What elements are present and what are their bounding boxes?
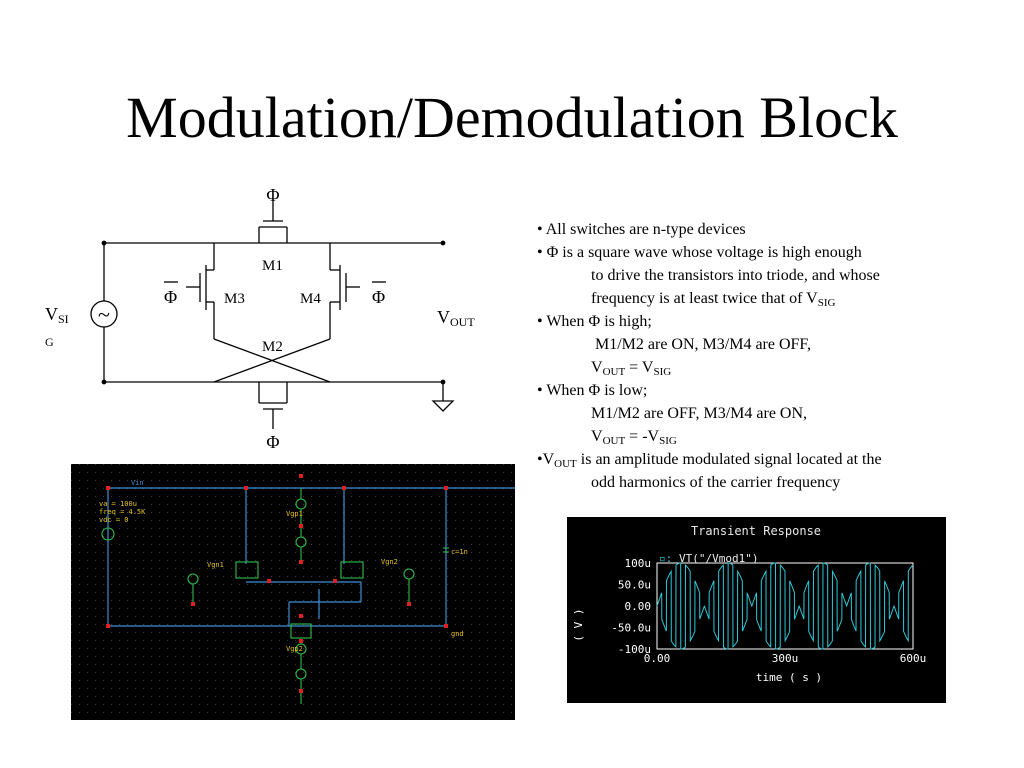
source-tilde: ~ (98, 302, 110, 327)
phi-top-label: Φ (266, 185, 279, 205)
legend-label: VT("/Vmod1") (679, 552, 758, 565)
bullet-2-line-2: to drive the transistors into triode, an… (591, 267, 880, 284)
chart-title: Transient Response (691, 524, 821, 538)
cadence-schematic-panel: Vin va = 100u freq = 4.5K vdc = 0 Vgn1 V… (71, 464, 515, 720)
y-tick-label: -50.0u (611, 622, 651, 635)
y-tick-label: 0.00 (625, 600, 652, 613)
vout-label: VOUT (437, 307, 475, 329)
legend-marker: ▫: (659, 552, 672, 565)
y-tick-label: 50.0u (618, 579, 651, 592)
phi-bar-left-label: Φ (164, 287, 177, 307)
page-title: Modulation/Demodulation Block (126, 85, 898, 150)
net-vin-label: Vin (131, 479, 144, 487)
x-axis-label: time ( s ) (756, 671, 822, 684)
x-tick-label: 600u (900, 652, 927, 665)
param-1: va = 100u (99, 500, 137, 508)
bullet-1: • All switches are n-type devices (537, 221, 746, 238)
bullet-2: • Φ is a square wave whose voltage is hi… (537, 244, 862, 261)
vgp2-label: Vgp2 (286, 645, 303, 653)
signal-source-icon (90, 300, 118, 328)
y-tick-label: -100u (618, 643, 651, 656)
transient-chart: Transient Response ▫: VT("/Vmod1") ( V )… (572, 524, 927, 684)
m1-label: M1 (262, 258, 283, 274)
vsig-label-wrap: G (45, 335, 54, 349)
param-3: vdc = 0 (99, 516, 129, 524)
x-tick-label: 300u (772, 652, 799, 665)
bullet-list: • All switches are n-type devices • Φ is… (537, 218, 1007, 494)
vgn1-label: Vgn1 (207, 561, 224, 569)
bullet-4-line-3: VOUT = -VSIG (591, 428, 677, 447)
y-tick-label: 100u (625, 557, 652, 570)
bullet-3-line-2: M1/M2 are ON, M3/M4 are OFF, (595, 336, 812, 353)
cadence-schematic: Vin va = 100u freq = 4.5K vdc = 0 Vgn1 V… (71, 464, 515, 720)
modulator-schematic: Φ Φ Φ Φ M1 M2 M3 M4 ~ VSI G VOUT (45, 185, 475, 452)
m4-label: M4 (300, 291, 321, 307)
phi-bar-right-label: Φ (372, 287, 385, 307)
m2-label: M2 (262, 339, 283, 355)
series-line-vmod1 (656, 562, 914, 650)
m3-label: M3 (224, 291, 245, 307)
bullet-5-line-2: odd harmonics of the carrier frequency (591, 474, 841, 491)
vgp1-label: Vgp1 (286, 510, 303, 518)
transient-response-panel: Transient Response ▫: VT("/Vmod1") ( V )… (567, 517, 946, 703)
bullet-4-line-2: M1/M2 are OFF, M3/M4 are ON, (591, 405, 808, 422)
vgn2-label: Vgn2 (381, 558, 398, 566)
phi-bottom-label: Φ (266, 432, 279, 452)
param-2: freq = 4.5K (99, 508, 146, 516)
bullet-4: • When Φ is low; (537, 382, 648, 399)
bullet-5: •VOUT is an amplitude modulated signal l… (537, 451, 882, 470)
bullet-3-line-3: VOUT = VSIG (591, 359, 672, 378)
x-tick-label: 0.00 (644, 652, 671, 665)
bullet-3: • When Φ is high; (537, 313, 652, 330)
cap-label: c=1n (451, 548, 468, 556)
y-axis-label: ( V ) (572, 608, 585, 641)
vsig-label: VSI (45, 304, 69, 326)
bullet-2-line-3: frequency is at least twice that of VSIG (591, 290, 836, 309)
gnd-label: gnd (451, 630, 464, 638)
